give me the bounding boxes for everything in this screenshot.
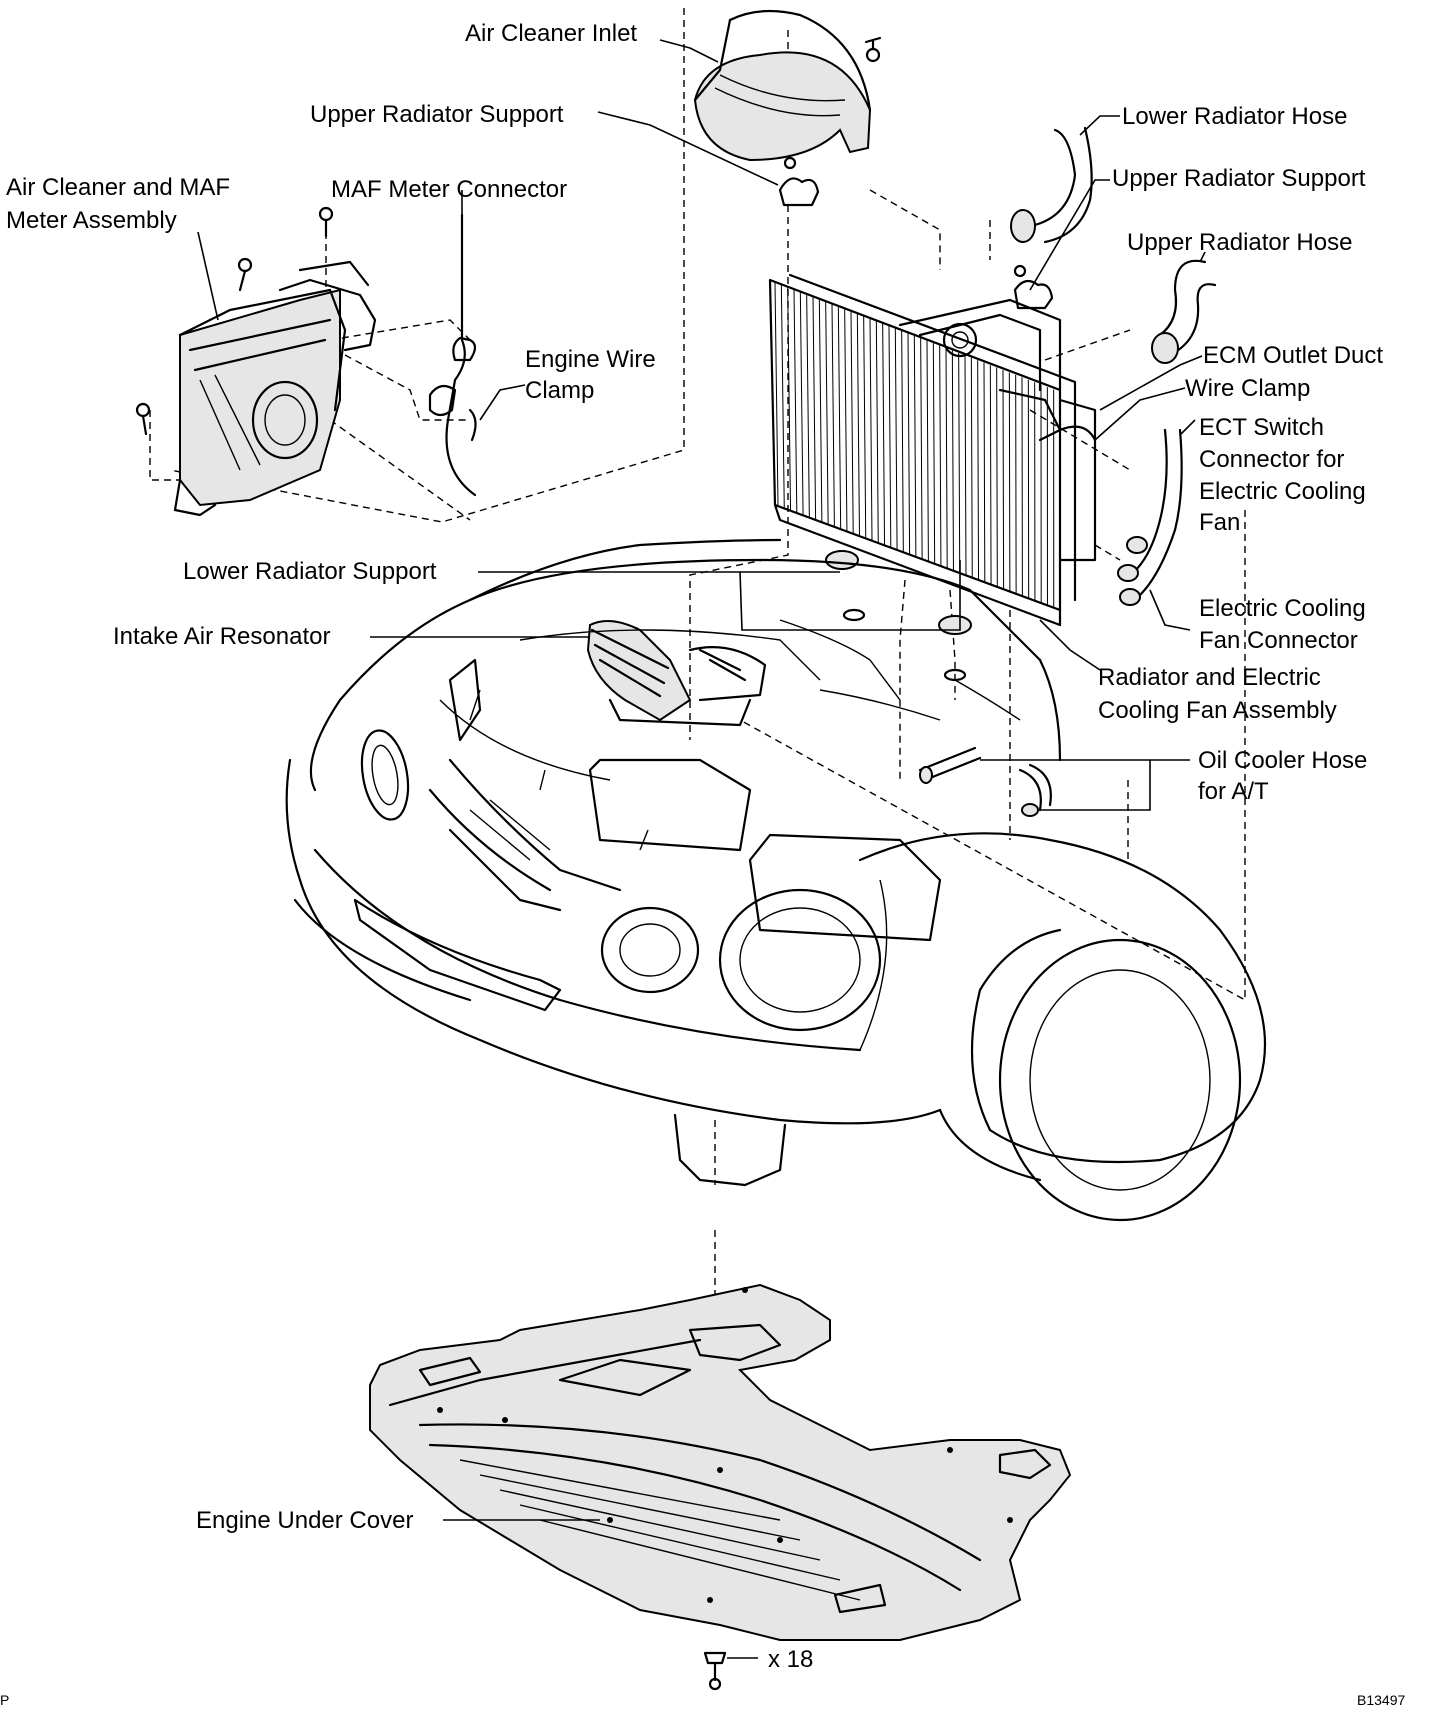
label-radiator-fan-assembly-line2: Cooling Fan Assembly xyxy=(1098,697,1337,724)
label-radiator-fan-assembly-line1: Radiator and Electric xyxy=(1098,664,1321,691)
radiator-fin xyxy=(882,323,886,545)
radiator-fin xyxy=(844,308,848,531)
fan-connector-wires-part xyxy=(1117,428,1183,606)
label-air-cleaner-inlet: Air Cleaner Inlet xyxy=(465,20,637,47)
radiator-fin xyxy=(894,328,898,550)
radiator-fin xyxy=(964,355,967,576)
label-ect-switch-line2: Connector for xyxy=(1199,446,1344,473)
radiator-fin xyxy=(926,340,929,562)
label-ect-switch-line3: Electric Cooling xyxy=(1199,478,1366,505)
oil-cooler-hose-part xyxy=(918,746,1052,817)
radiator-fin xyxy=(787,286,792,510)
radiator-fin xyxy=(837,306,842,529)
label-upper-radiator-support-right: Upper Radiator Support xyxy=(1112,165,1366,192)
radiator-fin xyxy=(913,335,917,557)
lower-radiator-hose-part xyxy=(1010,126,1093,244)
label-lower-radiator-hose: Lower Radiator Hose xyxy=(1122,103,1347,130)
callout-labels: Air Cleaner Inlet Upper Radiator Support… xyxy=(0,20,1405,1708)
radiator-fin xyxy=(780,284,785,508)
radiator-fin xyxy=(1002,369,1005,590)
car-front-body-outline xyxy=(285,538,1267,1222)
radiator-fin xyxy=(888,325,892,548)
figure-code: B13497 xyxy=(1357,1692,1405,1708)
radiator-fin xyxy=(951,350,954,571)
radiator-electric-cooling-fan-assembly-part xyxy=(768,273,1097,682)
radiator-fin xyxy=(996,367,998,587)
radiator-fin xyxy=(907,333,911,555)
radiator-fin xyxy=(1008,372,1011,592)
label-ect-switch-line4: Fan xyxy=(1199,509,1240,536)
radiator-fin xyxy=(875,321,879,543)
radiator-fin xyxy=(958,352,961,573)
label-engine-wire-clamp-line1: Engine Wire xyxy=(525,346,656,373)
radiator-fin xyxy=(977,360,980,580)
air-cleaner-inlet-part xyxy=(693,9,882,162)
radiator-fin xyxy=(806,294,810,517)
radiator-fin xyxy=(799,291,804,515)
label-electric-cooling-fan-connector-line1: Electric Cooling xyxy=(1199,595,1366,622)
bolt-icon xyxy=(703,1651,727,1691)
radiator-fin xyxy=(774,281,779,506)
radiator-fin xyxy=(850,311,854,534)
radiator-fin xyxy=(901,330,904,552)
radiator-fin xyxy=(920,338,923,559)
label-wire-clamp: Wire Clamp xyxy=(1185,375,1310,402)
radiator-fin xyxy=(970,357,973,578)
radiator-fin xyxy=(989,365,992,585)
label-intake-air-resonator: Intake Air Resonator xyxy=(113,623,330,650)
air-cleaner-maf-assembly-part xyxy=(135,206,377,517)
radiator-fin xyxy=(793,289,798,513)
radiator-fin xyxy=(939,345,942,566)
radiator-fin xyxy=(945,347,948,569)
label-bolt-count: x 18 xyxy=(768,1646,813,1673)
label-upper-radiator-support-left: Upper Radiator Support xyxy=(310,101,564,128)
upper-radiator-hose-part xyxy=(1151,259,1217,364)
label-air-cleaner-maf-line1: Air Cleaner and MAF xyxy=(6,174,230,201)
engine-under-cover-part xyxy=(369,1283,1072,1641)
label-engine-wire-clamp-line2: Clamp xyxy=(525,377,594,404)
leader-lines xyxy=(197,39,1206,1521)
label-oil-cooler-hose-line1: Oil Cooler Hose xyxy=(1198,747,1367,774)
label-lower-radiator-support: Lower Radiator Support xyxy=(183,558,437,585)
label-maf-meter-connector: MAF Meter Connector xyxy=(331,176,567,203)
radiator-fin xyxy=(856,313,860,536)
label-upper-radiator-hose: Upper Radiator Hose xyxy=(1127,229,1352,256)
label-ecm-outlet-duct: ECM Outlet Duct xyxy=(1203,342,1383,369)
radiator-fin xyxy=(869,318,873,541)
radiator-fin xyxy=(812,296,817,520)
label-engine-under-cover: Engine Under Cover xyxy=(196,1507,413,1534)
radiator-fin xyxy=(983,362,986,583)
maf-connector-wire-part xyxy=(428,213,477,497)
label-air-cleaner-maf-line2: Meter Assembly xyxy=(6,207,177,234)
upper-radiator-support-left-part xyxy=(778,156,820,207)
label-electric-cooling-fan-connector-line2: Fan Connector xyxy=(1199,627,1358,654)
label-ect-switch-line1: ECT Switch xyxy=(1199,414,1324,441)
intake-air-resonator-part xyxy=(586,620,767,727)
radiator-fin xyxy=(831,303,835,527)
radiator-fin xyxy=(932,343,936,564)
radiator-fin xyxy=(818,299,823,522)
upper-radiator-support-right-part xyxy=(1013,264,1054,310)
corner-mark: P xyxy=(0,1692,9,1708)
radiator-fin xyxy=(863,316,867,538)
label-oil-cooler-hose-line2: for A/T xyxy=(1198,778,1269,805)
radiator-fin xyxy=(825,301,829,524)
